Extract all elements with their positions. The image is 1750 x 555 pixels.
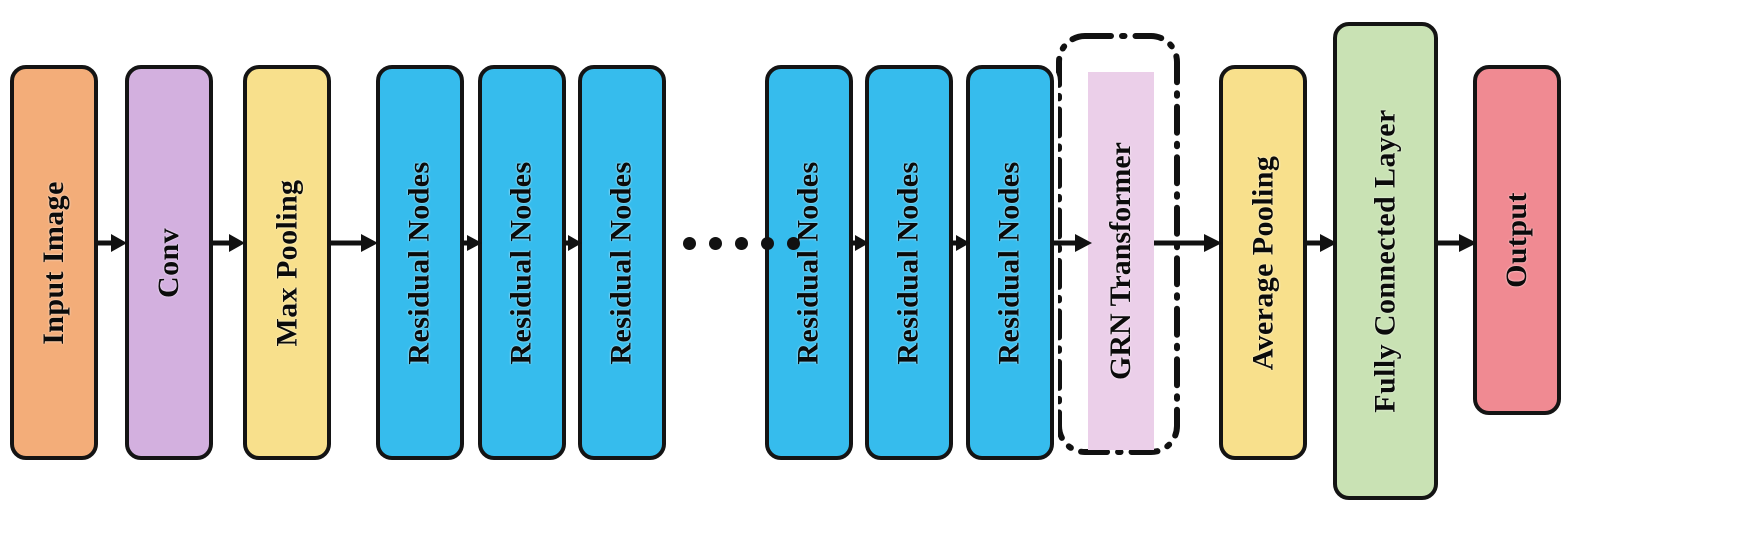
- node-label: Fully Connected Layer: [1368, 109, 1402, 413]
- arrow-max-pooling-to-residual-1: [331, 230, 378, 256]
- node-label: Max Pooling: [270, 179, 303, 346]
- node-label: Residual Nodes: [792, 160, 826, 365]
- node-label: Residual Nodes: [505, 160, 539, 365]
- node-label: Input Image: [37, 180, 71, 345]
- node-fully-connected-layer[interactable]: Fully Connected Layer: [1333, 22, 1438, 500]
- ellipsis-dot: [761, 237, 774, 250]
- node-residual-nodes-4[interactable]: Residual Nodes: [765, 65, 853, 460]
- ellipsis-dot: [683, 237, 696, 250]
- arrow-grn-transformer-to-average-pooling: [1154, 230, 1222, 256]
- arrow-input-image-to-conv: [98, 230, 127, 256]
- node-residual-nodes-5[interactable]: Residual Nodes: [865, 65, 953, 460]
- arrow-residual-4-to-residual-5: [851, 230, 869, 256]
- node-label: Residual Nodes: [403, 160, 437, 365]
- ellipsis-dot: [709, 237, 722, 250]
- arrow-residual-6-to-grn-transformer: [1054, 230, 1092, 256]
- ellipsis-dot: [735, 237, 748, 250]
- node-max-pooling[interactable]: Max Pooling: [243, 65, 331, 460]
- node-grn-transformer[interactable]: GRN Transformer: [1088, 72, 1154, 450]
- arrow-residual-2-to-residual-3: [564, 230, 582, 256]
- node-label: Residual Nodes: [993, 160, 1027, 365]
- node-output[interactable]: Output: [1473, 65, 1561, 415]
- arrow-residual-5-to-residual-6: [951, 230, 970, 256]
- node-label: Residual Nodes: [892, 160, 926, 365]
- node-residual-nodes-2[interactable]: Residual Nodes: [478, 65, 566, 460]
- node-residual-nodes-1[interactable]: Residual Nodes: [376, 65, 464, 460]
- node-label: GRN Transformer: [1104, 141, 1138, 381]
- node-average-pooling[interactable]: Average Pooling: [1219, 65, 1307, 460]
- node-label: Output: [1500, 192, 1533, 288]
- arrow-average-pooling-to-fully-connected: [1307, 230, 1337, 256]
- node-label: Conv: [151, 227, 185, 298]
- node-label: Residual Nodes: [605, 160, 639, 365]
- node-label: Average Pooling: [1246, 155, 1280, 370]
- node-input-image[interactable]: Input Image: [10, 65, 98, 460]
- node-conv[interactable]: Conv: [125, 65, 213, 460]
- node-residual-nodes-3[interactable]: Residual Nodes: [578, 65, 666, 460]
- arrow-residual-1-to-residual-2: [462, 230, 482, 256]
- node-residual-nodes-6[interactable]: Residual Nodes: [966, 65, 1054, 460]
- sequence-ellipsis: [683, 237, 800, 250]
- arrow-fully-connected-to-output: [1438, 230, 1477, 256]
- ellipsis-dot: [787, 237, 800, 250]
- arrow-conv-to-max-pooling: [213, 230, 245, 256]
